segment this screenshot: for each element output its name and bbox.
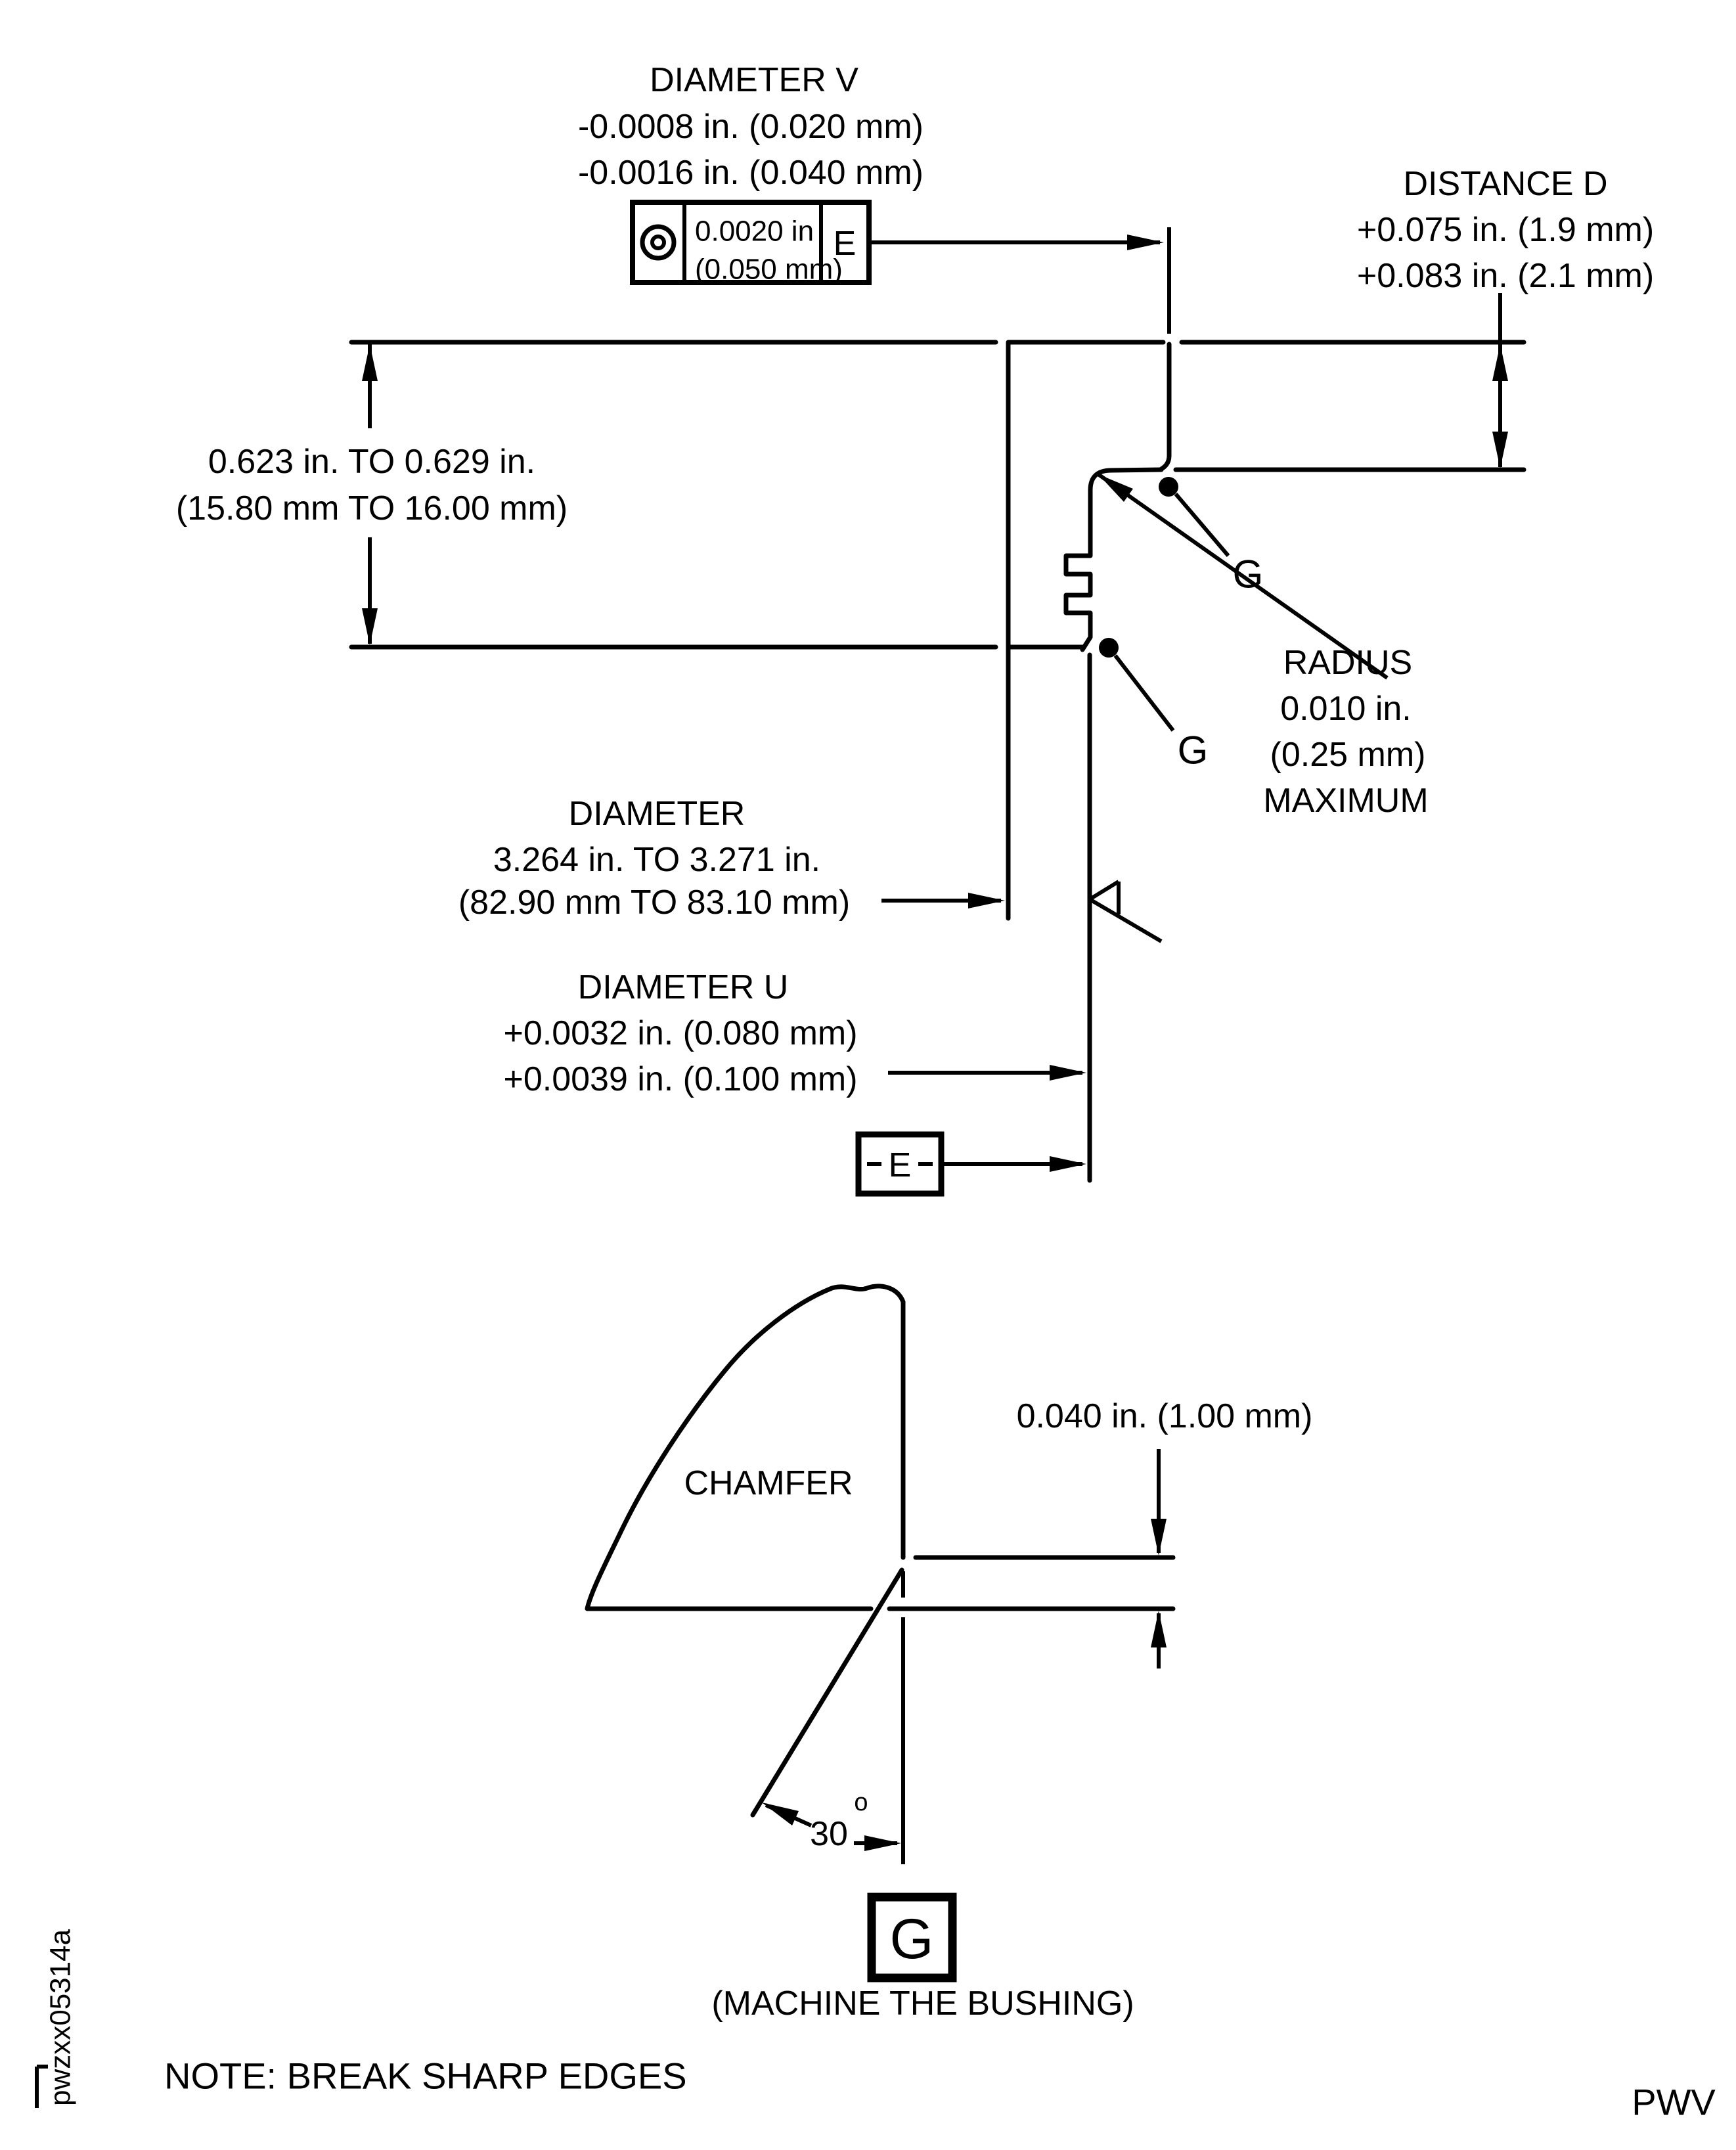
g-lower-label: G	[1178, 728, 1209, 773]
diameter-u-tol-upper: +0.0032 in. (0.080 mm)	[503, 1014, 857, 1052]
feature-control-frame: 0.0020 in (0.050 mm) E	[630, 200, 1164, 286]
angle-arrowhead-right	[864, 1835, 901, 1851]
page-code: PWV	[1632, 2082, 1716, 2123]
leader-dot	[1159, 477, 1178, 497]
diameter-v-title: DIAMETER V	[650, 61, 858, 99]
angle-value: 30	[810, 1815, 848, 1853]
distance-d-tol-lower: +0.083 in. (2.1 mm)	[1357, 257, 1654, 295]
diameter-inches: 3.264 in. TO 3.271 in.	[493, 841, 820, 879]
radius-line2: 0.010 in.	[1280, 690, 1412, 728]
break-edges-note: NOTE: BREAK SHARP EDGES	[164, 2055, 687, 2097]
break-outline	[585, 1284, 906, 1611]
angle-arrowhead-left	[762, 1803, 799, 1825]
diameter-u-arrowhead	[1050, 1065, 1086, 1081]
diameter-callout: DIAMETER 3.264 in. TO 3.271 in. (82.90 m…	[458, 795, 1005, 922]
fcf-leader-arrowhead	[1127, 235, 1164, 250]
radius-line3: (0.25 mm)	[1270, 736, 1426, 774]
width-inches-label: 0.623 in. TO 0.629 in.	[208, 443, 535, 481]
chamfer-detail-view: CHAMFER 0.040 in. (1.00 mm) 30 o	[585, 1284, 1313, 1864]
g-symbol-box	[867, 1892, 957, 1982]
fcf-datum-letter: E	[834, 225, 857, 263]
width-dimension: 0.623 in. TO 0.629 in. (15.80 mm TO 16.0…	[176, 344, 568, 645]
datum-e-flag: E	[855, 1131, 1086, 1197]
g-upper-leader	[1174, 493, 1230, 557]
datum-flag-letter: E	[889, 1146, 912, 1184]
doc-code: pwzxx05314a	[45, 1929, 77, 2106]
g-symbol-letter: G	[890, 1908, 934, 1971]
arrowhead-down	[1492, 432, 1508, 468]
datum-arrowhead	[1050, 1156, 1086, 1172]
surface-mark-upper: G	[1159, 477, 1263, 596]
distance-d-dimension: DISTANCE D +0.075 in. (1.9 mm) +0.083 in…	[1357, 165, 1654, 468]
arrowhead-down	[362, 608, 378, 645]
surface-mark-lower: G	[1099, 638, 1208, 773]
distance-d-tol-upper: +0.075 in. (1.9 mm)	[1357, 211, 1654, 249]
diameter-u-tol-lower: +0.0039 in. (0.100 mm)	[503, 1060, 857, 1098]
diameter-u-title: DIAMETER U	[578, 968, 789, 1006]
radius-line4: MAXIMUM	[1263, 782, 1428, 820]
concentricity-icon	[640, 224, 677, 261]
thickness-label: 0.040 in. (1.00 mm)	[1017, 1397, 1313, 1435]
surface-symbol-short-leg	[1088, 880, 1120, 901]
concentricity-icon-inner	[650, 235, 666, 250]
step-inner-profile	[1063, 467, 1164, 652]
leader-dot	[1099, 638, 1119, 658]
fcf-tolerance-in: 0.0020 in	[695, 215, 814, 248]
radius-line1: RADIUS	[1283, 644, 1412, 682]
arrowhead-up	[1492, 344, 1508, 381]
width-metric-label: (15.80 mm TO 16.00 mm)	[176, 489, 568, 527]
g-upper-label: G	[1233, 552, 1264, 596]
radius-arrowhead	[1098, 474, 1133, 502]
main-section-view: 0.623 in. TO 0.629 in. (15.80 mm TO 16.0…	[176, 61, 1654, 1197]
diameter-u-callout: DIAMETER U +0.0032 in. (0.080 mm) +0.003…	[503, 968, 1086, 1098]
footer: NOTE: BREAK SHARP EDGES PWV pwzxx05314a	[35, 1929, 1716, 2123]
diameter-v-block: DIAMETER V -0.0008 in. (0.020 mm) -0.001…	[578, 61, 924, 192]
distance-d-title: DISTANCE D	[1403, 165, 1607, 203]
doc-code-block: pwzxx05314a	[35, 1929, 77, 2108]
fcf-tolerance-mm: (0.050 mm)	[695, 254, 843, 286]
chamfer-30deg-line	[750, 1567, 904, 1818]
legend: G (MACHINE THE BUSHING)	[711, 1892, 1134, 2023]
right-edge-diameter-v	[1159, 342, 1172, 472]
arrowhead-down	[1151, 1519, 1167, 1556]
arrowhead-up	[1151, 1611, 1167, 1647]
legend-meaning: (MACHINE THE BUSHING)	[711, 1984, 1134, 2023]
g-lower-leader	[1113, 654, 1175, 732]
arrowhead-up	[362, 344, 378, 381]
diameter-v-tol-lower: -0.0016 in. (0.040 mm)	[578, 154, 924, 192]
chamfer-label: CHAMFER	[684, 1464, 853, 1502]
diameter-arrowhead	[968, 893, 1005, 908]
thickness-dimension: 0.040 in. (1.00 mm)	[1017, 1397, 1313, 1668]
diameter-metric: (82.90 mm TO 83.10 mm)	[458, 884, 850, 922]
diameter-v-tol-upper: -0.0008 in. (0.020 mm)	[578, 108, 924, 146]
machined-surface-icon	[1088, 880, 1163, 943]
radius-callout: RADIUS 0.010 in. (0.25 mm) MAXIMUM	[1097, 472, 1429, 820]
diameter-title: DIAMETER	[569, 795, 746, 833]
surface-symbol-long-leg	[1088, 897, 1163, 943]
radius-leader-line	[1097, 472, 1389, 680]
degree-symbol: o	[854, 1789, 868, 1816]
angle-dimension: 30 o	[762, 1789, 901, 1853]
